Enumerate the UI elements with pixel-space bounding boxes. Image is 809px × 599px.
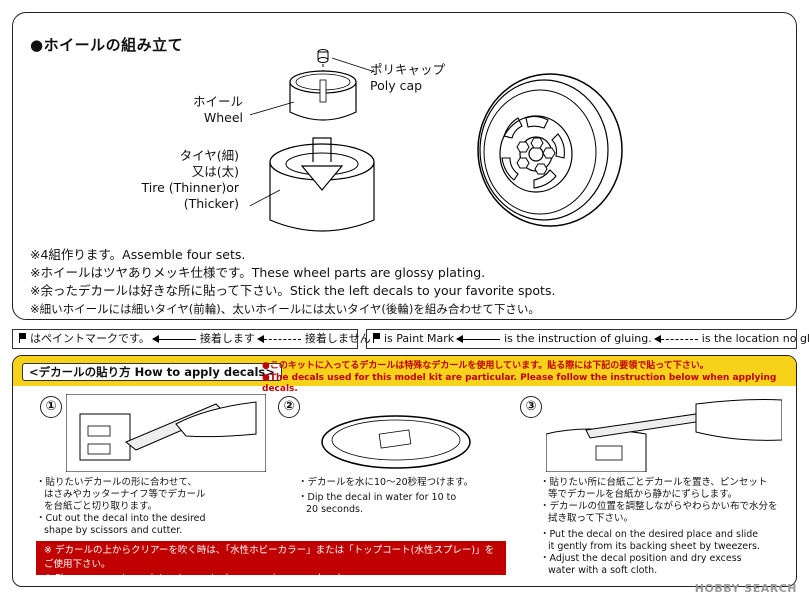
step-2-number: ②	[278, 396, 300, 418]
legend-en-glue: is the instruction of gluing.	[504, 332, 652, 345]
paint-flag-icon	[19, 333, 27, 343]
legend-jp-noglue: 接着しません	[304, 332, 371, 345]
step-2-illustration	[321, 415, 471, 469]
step-1-jp-2: はさみやカッターナイフ等でデカール	[44, 489, 206, 500]
hand-icon	[175, 401, 257, 438]
legend-jp-glue: 接着します	[199, 332, 255, 345]
step-2-text: ・デカールを水に10～20秒程つけます。 ・Dip the decal in w…	[298, 477, 473, 516]
polycap-part	[317, 49, 329, 63]
step-3-illustration	[546, 399, 782, 472]
wheel-label-jp: ホイール	[192, 94, 243, 109]
assembly-note-3: ※余ったデカールは好きな所に貼って下さい。Stick the left deca…	[30, 283, 556, 298]
glue-arrow-icon	[456, 334, 501, 343]
assembly-note-4: ※細いホイールには細いタイヤ(前輪)、太いホイールには太いタイヤ(後輪)を組み合…	[30, 302, 540, 316]
tire-part	[269, 143, 375, 232]
noglue-arrow-icon	[653, 334, 698, 343]
legend-en-noglue: is the location no gluing.	[701, 332, 809, 345]
assembly-panel	[12, 12, 797, 320]
step-1-number: ①	[40, 396, 62, 418]
step-1-en-2: shape by scissors and cutter.	[44, 525, 183, 536]
step-3-jp-2: 等でデカールを台紙から静かにずらします。	[548, 489, 738, 500]
step-3-en-4: water with a soft cloth.	[548, 565, 658, 576]
wheel-leader	[250, 101, 295, 116]
step-1-jp-3: を台紙ごと切り取ります。	[44, 501, 158, 512]
polycap-label-jp: ポリキャップ	[370, 62, 446, 77]
decal-in-water	[378, 429, 412, 449]
wheel-part	[289, 70, 357, 121]
tire-label-en1: Tire (Thinner)or	[141, 180, 240, 195]
step-1-illustration	[66, 394, 266, 472]
hand-icon	[695, 399, 782, 441]
spray-warning: ※ デカールの上からクリアーを吹く時は、「水性ホビーカラー」または「トップコート…	[36, 541, 506, 584]
step-2-en-2: 20 seconds.	[306, 504, 363, 515]
step-3-jp-1: ・貼りたい所に台紙ごとデカールを置き、ピンセット	[540, 477, 768, 488]
step-1-text: ・貼りたいデカールの形に合わせて、 はさみやカッターナイフ等でデカール を台紙ご…	[36, 477, 206, 537]
watermark: HOBBY SEARCH	[694, 582, 797, 595]
step-1-en-1: ・Cut out the decal into the desired	[36, 513, 206, 524]
step-3-jp-4: 拭き取って下さい。	[548, 513, 634, 524]
assembled-wheel-drawing	[477, 73, 623, 227]
spray-warning-en: ※ Please use water paint or topcoat when…	[44, 573, 349, 584]
tire-label-jp1: タイヤ(細)	[179, 148, 239, 163]
assembly-title: ●ホイールの組み立て	[30, 36, 184, 54]
decals-note-jp: ●このキットに入ってるデカールは特殊なデカールを使用しています。貼る際には下記の…	[262, 361, 709, 371]
assembly-note-1: ※4組作ります。Assemble four sets.	[30, 247, 246, 262]
polycap-label-en: Poly cap	[370, 78, 423, 93]
decals-header-title: <デカールの貼り方 How to apply decals>	[22, 363, 282, 381]
noglue-arrow-icon	[256, 334, 301, 343]
wheel-label-en: Wheel	[203, 110, 243, 125]
legend-en: is Paint Mark is the instruction of gluin…	[366, 329, 809, 349]
tire-label-jp2: 又は(太)	[191, 164, 239, 179]
step-2-jp-1: ・デカールを水に10～20秒程つけます。	[298, 477, 474, 488]
step-1-jp-1: ・貼りたいデカールの形に合わせて、	[36, 477, 198, 488]
legend-jp-paint: はペイントマークです。	[30, 332, 150, 345]
step-3-en-2: it gently from its backing sheet by twee…	[548, 541, 761, 552]
legend-en-paint: is Paint Mark	[384, 332, 455, 345]
decals-panel	[12, 355, 797, 587]
glue-arrow-icon	[151, 334, 196, 343]
paint-flag-icon	[373, 333, 381, 343]
wheel-assembly-diagram	[250, 49, 623, 232]
tire-leader	[250, 189, 281, 207]
spray-warning-jp: ※ デカールの上からクリアーを吹く時は、「水性ホビーカラー」または「トップコート…	[44, 545, 495, 570]
polycap-label: ポリキャップ Poly cap	[370, 62, 445, 94]
step-3-jp-3: ・デカールの位置を調整しながらやわらかい布で水分を	[540, 501, 778, 512]
step-3-number: ③	[520, 396, 542, 418]
tire-label-en2: (Thicker)	[183, 196, 239, 211]
tire-label: タイヤ(細) 又は(太) Tire (Thinner)or (Thicker)	[142, 148, 240, 212]
step-3-en-1: ・Put the decal on the desired place and …	[540, 529, 759, 540]
step-2-en-1: ・Dip the decal in water for 10 to	[298, 492, 457, 503]
step-3-en-3: ・Adjust the decal position and dry exces…	[540, 553, 742, 564]
assembly-note-2: ※ホイールはツヤありメッキ仕様です。These wheel parts are …	[30, 265, 486, 280]
decals-note-en: ●The decals used for this model kit are …	[262, 373, 777, 394]
wheel-label: ホイール Wheel	[193, 94, 243, 126]
step-3-text: ・貼りたい所に台紙ごとデカールを置き、ピンセット 等でデカールを台紙から静かにず…	[540, 477, 778, 577]
legend-jp: はペイントマークです。 接着します 接着しません	[12, 329, 371, 349]
polycap-leader	[331, 57, 376, 73]
